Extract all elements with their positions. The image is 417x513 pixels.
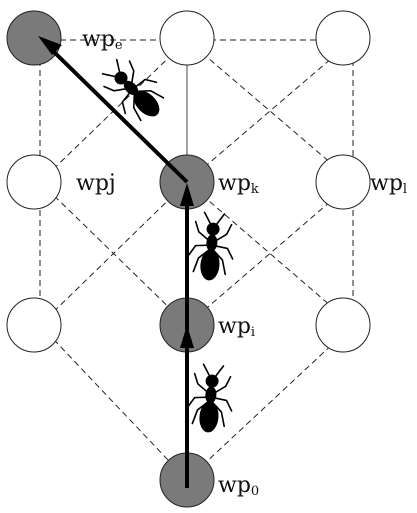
label-wp-i: wpi [218, 314, 255, 340]
label-wp-j: wpj [76, 171, 116, 196]
label-wp-l: wpl [370, 171, 407, 197]
labels: wpe wpj wpk wpl wpi wp0 [76, 27, 407, 499]
label-wp-k: wpk [218, 171, 259, 197]
ant-icon [186, 363, 233, 433]
label-wp-0: wp0 [218, 473, 259, 499]
arrow-icon [180, 183, 194, 206]
label-wp-e: wpe [82, 27, 123, 53]
arrow-icon [180, 325, 194, 348]
node-mid-right [315, 297, 371, 353]
ant-icon [187, 211, 234, 281]
path-arrows [38, 36, 194, 488]
node-wp-e [6, 10, 62, 66]
node-top-center [159, 10, 215, 66]
nodes [6, 10, 371, 508]
ant-icon [101, 58, 165, 122]
node-mid-left [6, 297, 62, 353]
node-wp-l [315, 154, 371, 210]
arrow-icon [38, 36, 62, 55]
node-top-right [315, 10, 371, 66]
node-wp-j [6, 154, 62, 210]
